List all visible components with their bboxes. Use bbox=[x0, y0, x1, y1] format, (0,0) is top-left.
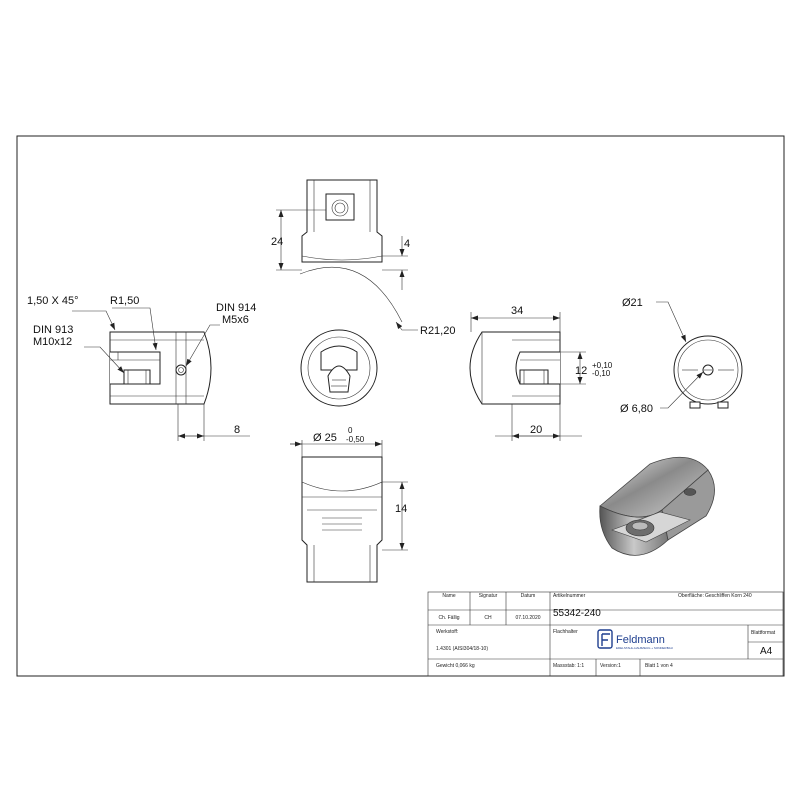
tb-article-number: 55342-240 bbox=[553, 608, 601, 619]
end-view bbox=[656, 301, 743, 409]
tb-logo-name: Feldmann bbox=[616, 634, 665, 646]
tb-signature: CH bbox=[484, 615, 492, 621]
dim-radius-small: R1,50 bbox=[110, 295, 139, 307]
tb-date: 07.10.2020 bbox=[515, 615, 540, 621]
tb-surface-value: Geschliffen Korn 240 bbox=[705, 593, 752, 599]
isometric-render bbox=[599, 456, 715, 556]
tol-25-lower: -0,50 bbox=[346, 435, 365, 444]
side-view bbox=[469, 312, 586, 441]
tb-designation: Flachhalter bbox=[553, 629, 578, 635]
tb-scale: Massstab: 1:1 bbox=[553, 663, 584, 669]
dim-20: 20 bbox=[530, 424, 542, 436]
tb-version: Version:1 bbox=[600, 663, 621, 669]
dim-diameter-25: Ø 25 bbox=[313, 432, 337, 444]
tol-12-upper: +0,10 bbox=[592, 361, 613, 370]
top-view bbox=[276, 179, 418, 331]
tb-format-label: Blattformat bbox=[751, 630, 776, 636]
dim-8: 8 bbox=[234, 424, 240, 436]
feldmann-logo-icon bbox=[597, 629, 613, 649]
drawing-frame bbox=[16, 135, 785, 677]
title-block bbox=[427, 591, 784, 677]
tb-name: Ch. Fällig bbox=[438, 615, 459, 621]
tol-25-upper: 0 bbox=[348, 426, 353, 435]
tb-logo-tagline: EDELSTAHL-HALBZEUG + SONDERBAU bbox=[616, 646, 673, 650]
dim-14: 14 bbox=[395, 503, 407, 515]
tb-col-name: Name bbox=[442, 593, 456, 599]
tb-weight: Gewicht 0,066 kg bbox=[436, 663, 475, 669]
tb-sheet: Blatt 1 von 4 bbox=[645, 663, 673, 669]
label-din913-thread: M10x12 bbox=[33, 336, 72, 348]
tol-12-lower: -0,10 bbox=[592, 369, 611, 378]
dim-34: 34 bbox=[511, 305, 523, 317]
left-view bbox=[72, 307, 250, 441]
tb-surface-label: Oberfläche: bbox=[678, 593, 704, 599]
dim-diameter-21: Ø21 bbox=[622, 297, 643, 309]
dim-radius-large: R21,20 bbox=[420, 325, 455, 337]
dim-chamfer: 1,50 X 45° bbox=[27, 295, 79, 307]
label-din914: DIN 914 bbox=[216, 302, 256, 314]
dim-24: 24 bbox=[271, 236, 283, 248]
dim-diameter-680: Ø 6,80 bbox=[620, 403, 653, 415]
front-view bbox=[300, 329, 378, 407]
tb-format-value: A4 bbox=[760, 646, 773, 657]
tb-material-value: 1.4301 (AISI304/18-10) bbox=[436, 646, 488, 652]
tb-material-label: Werkstoff: bbox=[436, 629, 458, 635]
tb-col-date: Datum bbox=[521, 593, 536, 599]
tb-article-label: Artikelnummer bbox=[553, 593, 586, 599]
label-din914-thread: M5x6 bbox=[222, 314, 249, 326]
label-din913: DIN 913 bbox=[33, 324, 73, 336]
dim-4: 4 bbox=[404, 238, 410, 250]
dim-12: 12 bbox=[575, 365, 587, 377]
tb-col-signature: Signatur bbox=[479, 593, 498, 599]
bottom-view bbox=[290, 440, 408, 583]
